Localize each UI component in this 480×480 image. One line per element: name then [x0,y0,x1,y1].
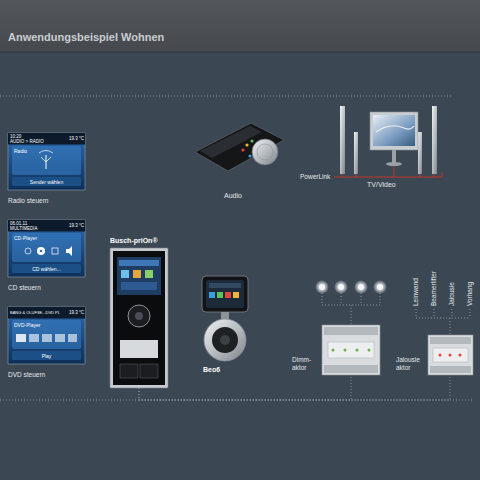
bus-label: PowerLink [300,173,330,181]
status-path: AUDIO > RADIO [10,139,44,144]
blind-actuator [428,335,473,375]
status-path: BANG & OLUFSE...DVD PL [10,310,60,315]
lamps [315,280,387,294]
actuator-node: Dimm- aktor [292,322,382,376]
screen-caption: DVD steuern [8,371,45,379]
screen-caption: CD steuern [8,284,41,292]
device-label: TV/Video [367,181,396,189]
screen-heading: CD-Player [14,235,37,241]
screen-node: 06.01.11MULTIMEDIA 19.3 °C CD-Player CD wäh… [8,220,86,293]
actuator-label: Jalousie aktor [396,356,427,372]
panel-node: Busch-priOn® [108,236,170,388]
output-label: Vorhang [466,282,474,306]
audio-node: Audio [186,118,280,202]
blind-wiring [416,309,470,335]
screen-action: Sender wählen [8,179,85,185]
status-time: 10:20 [10,134,21,139]
screen-action: CD wählen... [8,266,85,272]
actuator-node: Jalousie aktor [396,332,474,376]
output-label: Jalousie [448,282,456,306]
status-time: 06.01.11 [10,221,27,226]
tv-node: TV/Video [336,104,446,190]
bus-line [0,96,452,97]
screen-heading: DVD-Player [14,322,40,328]
screen-radio [8,133,85,190]
screen-action: Play [8,353,85,359]
status-temp: 19.3 °C [69,310,84,315]
lamp-wiring [322,293,380,325]
screen-node: BANG & OLUFSE...DVD PL 19.3 °C DVD-PlayerP… [8,307,86,380]
diagram-title: Anwendungsbeispiel Wohnen [8,31,164,44]
beo6-node: Beo6 [198,272,254,376]
screen-caption: Radio steuern [8,197,48,205]
screen-node: 10:20AUDIO > RADIO 19.3 °C RadioSender wäh… [8,133,86,206]
audio-device [195,123,284,171]
status-temp: 19.3 °C [69,223,84,228]
screen-dvd [8,307,85,364]
beo6-remote [202,276,248,361]
output-label: Leinwand [412,278,420,306]
device-label: Beo6 [203,365,220,374]
dimmer-actuator [322,325,380,375]
screen-heading: Radio [14,148,27,154]
title-band [0,0,480,52]
busch-prion-panel [110,248,168,388]
actuator-label: Dimm- aktor [292,356,319,372]
panel-heading: Busch-priOn® [110,236,158,245]
device-label: Audio [186,192,280,200]
screen-cd [8,220,85,277]
output-label: Beamerlifter [430,271,438,306]
status-path: MULTIMEDIA [10,226,37,231]
bus-connector [139,376,351,400]
status-temp: 19.3 °C [69,136,84,141]
bus-connector [139,376,450,400]
tv-video-set [334,106,442,177]
